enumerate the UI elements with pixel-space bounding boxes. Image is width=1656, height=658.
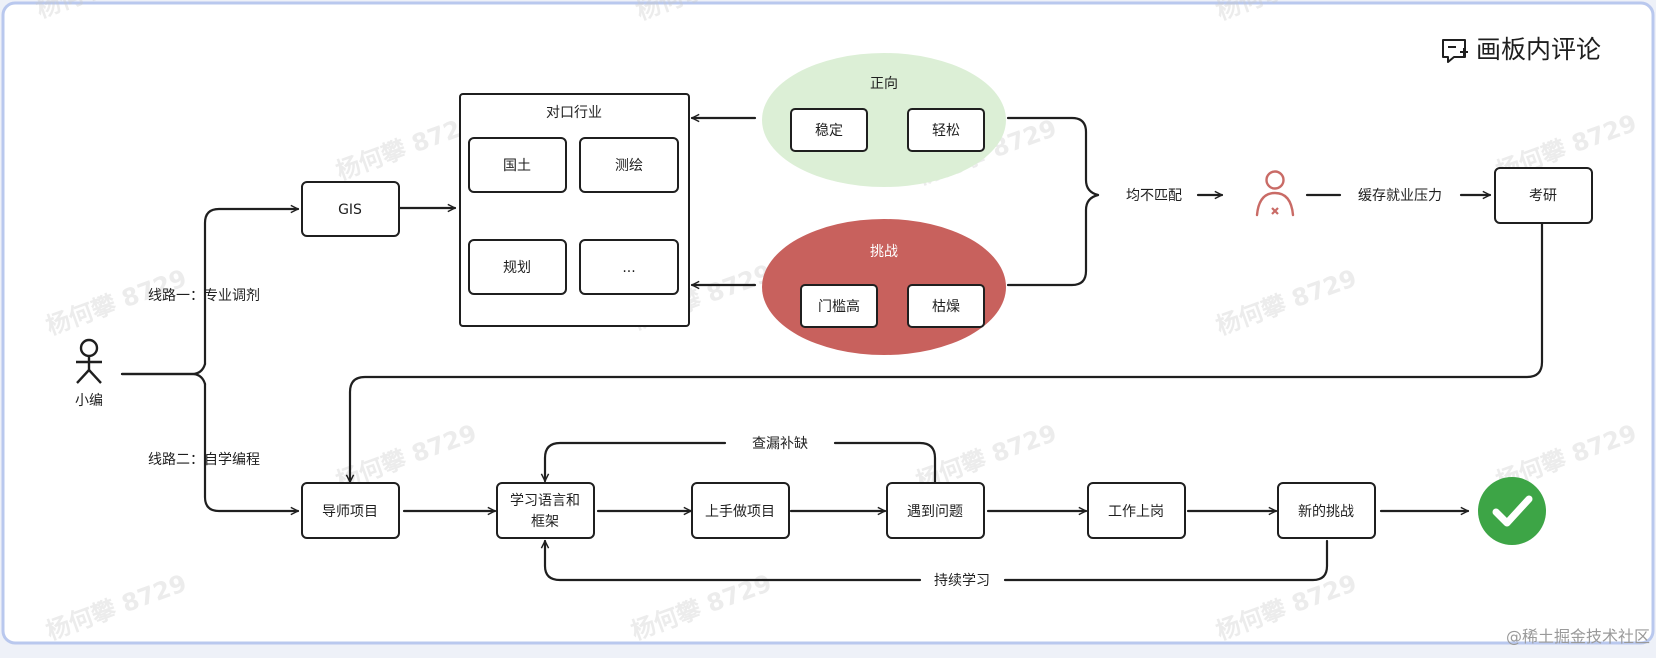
industry-item-label: 规划	[503, 260, 531, 276]
challenge-item[interactable]: 门槛高	[800, 284, 878, 328]
node-problems[interactable]: 遇到问题	[886, 482, 985, 539]
loop-top-label: 查漏补缺	[752, 436, 808, 452]
industry-item[interactable]: ...	[579, 239, 679, 295]
industry-item[interactable]: 国土	[468, 137, 567, 193]
positive-item[interactable]: 稳定	[790, 108, 868, 152]
loop-bottom-label: 持续学习	[934, 572, 990, 589]
node-learn[interactable]: 学习语言和 框架	[496, 482, 595, 539]
industry-item-label: ...	[622, 260, 635, 276]
node-new-challenge-label: 新的挑战	[1298, 504, 1354, 520]
comment-button[interactable]: 画板内评论	[1442, 35, 1601, 64]
challenge-title: 挑战	[870, 244, 898, 260]
node-learn-label-line2: 框架	[531, 514, 559, 530]
node-exam-label: 考研	[1529, 188, 1557, 204]
industry-item-label: 测绘	[615, 158, 643, 174]
buffer-label: 缓存就业压力	[1358, 188, 1442, 204]
node-job-label: 工作上岗	[1108, 504, 1164, 520]
connectors	[120, 113, 1544, 582]
route-1-label: 线路一：专业调剂	[148, 288, 260, 304]
mismatch-label: 均不匹配	[1126, 188, 1182, 204]
comment-plus-icon	[1442, 39, 1468, 63]
challenge-item-label: 门槛高	[818, 298, 860, 315]
positive-title: 正向	[870, 76, 898, 92]
node-mentor-label: 导师项目	[322, 504, 378, 520]
stick-figure-icon	[76, 338, 102, 384]
node-mentor[interactable]: 导师项目	[301, 482, 400, 539]
industry-group: 对口行业 国土 测绘 规划 ...	[459, 93, 690, 327]
node-gis-label: GIS	[338, 202, 362, 218]
node-hands-on-label: 上手做项目	[705, 504, 775, 520]
challenge-item-label: 枯燥	[932, 299, 960, 315]
industry-item[interactable]: 测绘	[579, 137, 679, 193]
node-hands-on[interactable]: 上手做项目	[691, 482, 790, 539]
footer-credit: @稀土掘金技术社区	[1506, 627, 1650, 646]
node-job[interactable]: 工作上岗	[1087, 482, 1186, 539]
positive-item[interactable]: 轻松	[907, 108, 985, 152]
node-problems-label: 遇到问题	[907, 504, 963, 520]
industry-item-label: 国土	[503, 158, 531, 174]
comment-button-label: 画板内评论	[1476, 35, 1601, 64]
route-2-label: 线路二：自学编程	[148, 452, 260, 468]
challenge-item[interactable]: 枯燥	[907, 284, 985, 328]
industry-item[interactable]: 规划	[468, 239, 567, 295]
node-gis[interactable]: GIS	[301, 181, 400, 237]
person-x-icon	[1255, 170, 1295, 217]
node-learn-label-line1: 学习语言和	[510, 493, 580, 509]
person-label: 小编	[75, 393, 103, 409]
check-circle-icon	[1478, 477, 1546, 545]
challenge-group: 挑战 门槛高 枯燥	[762, 219, 1006, 355]
node-new-challenge[interactable]: 新的挑战	[1277, 482, 1376, 539]
positive-item-label: 稳定	[815, 123, 843, 139]
positive-group: 正向 稳定 轻松	[762, 53, 1006, 187]
positive-item-label: 轻松	[932, 123, 960, 139]
node-exam[interactable]: 考研	[1494, 167, 1593, 224]
industry-group-title: 对口行业	[546, 105, 602, 121]
